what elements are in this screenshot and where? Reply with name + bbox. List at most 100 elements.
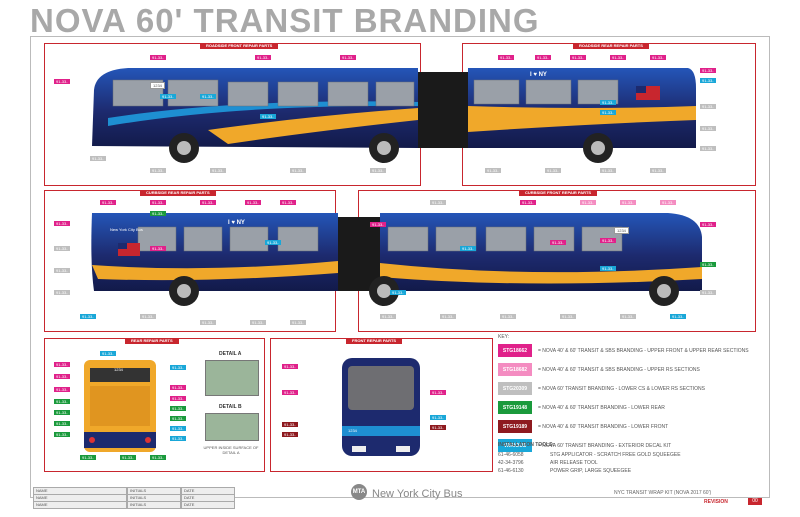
part-callout: 91-33-: [485, 168, 501, 173]
part-callout: 91-33-: [54, 399, 70, 404]
detail-a-title: DETAIL A: [219, 351, 242, 357]
part-callout: 91-33-: [430, 415, 446, 420]
part-callout: 91-33-: [260, 114, 276, 119]
signoff-form: NAME INITIALS DATE NAME INITIALS DATE NA…: [33, 487, 235, 509]
part-callout: 91-33-: [290, 320, 306, 325]
part-callout: 91-33-: [54, 362, 70, 367]
part-callout: 91-33-: [700, 78, 716, 83]
key-row: STG19189= NOVA 40' & 60' TRANSIT BRANDIN…: [498, 420, 668, 433]
part-callout: 91-33-: [265, 240, 281, 245]
key-row: STG18662= NOVA 40' & 60' TRANSIT & SBS B…: [498, 344, 749, 357]
part-callout: 91-33-: [700, 290, 716, 295]
key-code: STG18682: [498, 363, 532, 376]
part-callout: 91-33-: [670, 314, 686, 319]
panel-title: REAR REPAIR PARTS: [125, 338, 179, 344]
detail-b-caption: UPPER INSIDE SURFACE OF DETAIL A: [203, 445, 259, 455]
tool-part-number: 42-34-3796: [498, 460, 524, 466]
part-callout: 91-33-: [390, 290, 406, 295]
part-callout: 91-33-: [200, 200, 216, 205]
key-code: VARIOUS: [498, 439, 532, 452]
part-callout: 91-33-: [620, 314, 636, 319]
part-callout: 91-33-: [170, 436, 186, 441]
part-callout: 91-33-: [90, 156, 106, 161]
date-field[interactable]: DATE: [181, 501, 235, 509]
key-row: STG19148 = NOVA 40' & 60' TRANSIT BRANDIN…: [498, 401, 665, 414]
form-row: NAME INITIALS DATE: [33, 501, 235, 509]
tool-part-number: 61-46-6130: [498, 468, 524, 474]
key-description: = NOVA 40' & 60' TRANSIT BRANDING - LOWE…: [538, 404, 665, 411]
key-row: STG18682 = NOVA 40' & 60' TRANSIT & SBS B…: [498, 363, 700, 376]
part-callout: 91-33-: [54, 421, 70, 426]
part-callout: 91-33-: [600, 238, 616, 243]
part-callout: 91-33-: [80, 455, 96, 460]
bus-front-view: [342, 358, 420, 456]
part-callout: 91-33-: [80, 314, 96, 319]
key-row: VARIOUS= NOVA 60' TRANSIT BRANDING - EXT…: [498, 439, 671, 452]
brand-name: New York City Bus: [372, 488, 463, 500]
part-callout: 91-33-: [150, 246, 166, 251]
part-callout: 91-33-: [545, 168, 561, 173]
part-callout: 91-33-: [700, 222, 716, 227]
part-callout: 91-33-: [140, 314, 156, 319]
part-callout: 91-33-: [430, 200, 446, 205]
part-callout: 91-33-: [340, 55, 356, 60]
part-callout: 91-33-: [245, 200, 261, 205]
part-callout: 91-33-: [200, 320, 216, 325]
bus-roadside: flag: [92, 68, 696, 163]
part-callout: 91-33-: [54, 374, 70, 379]
part-callout: 91-33-: [54, 387, 70, 392]
detail-b-title: DETAIL B: [219, 404, 242, 410]
panel-rear-repair: REAR REPAIR PARTS: [44, 338, 265, 472]
panel-title: FRONT REPAIR PARTS: [346, 338, 403, 344]
name-field[interactable]: NAME: [33, 501, 127, 509]
part-callout: 91-33-: [54, 221, 70, 226]
part-callout: 91-33-: [600, 168, 616, 173]
part-callout: 91-33-: [290, 168, 306, 173]
key-description: = NOVA 40' & 60' TRANSIT & SBS BRANDING …: [538, 366, 700, 373]
revision-number: 00: [748, 498, 762, 505]
panel-front-repair: FRONT REPAIR PARTS: [270, 338, 493, 472]
i-love-ny-logo: I ♥ NY: [228, 220, 245, 226]
nyct-logo: New York City Bus: [110, 227, 143, 232]
bus-curbside: [91, 213, 702, 306]
part-callout: 91-33-: [150, 168, 166, 173]
part-callout: 91-33-: [600, 266, 616, 271]
part-callout: 91-33-: [282, 390, 298, 395]
part-callout: 91-33-: [170, 396, 186, 401]
panel-title: ROADSIDE FRONT REPAIR PARTS: [200, 43, 279, 49]
part-callout: 91-33-: [430, 390, 446, 395]
key-code: STG19189: [498, 420, 532, 433]
part-callout: 91-33-: [150, 200, 166, 205]
tool-description: STG APPLICATOR - SCRATCH FREE GOLD SQUEE…: [550, 452, 681, 458]
part-callout: 91-33-: [170, 416, 186, 421]
part-callout: 91-33-: [570, 55, 586, 60]
key-code: STG19148: [498, 401, 532, 414]
part-callout: 91-33-: [620, 200, 636, 205]
part-callout: 91-33-: [54, 290, 70, 295]
part-callout: 91-33-: [535, 55, 551, 60]
part-callout: 91-33-: [282, 432, 298, 437]
initials-field[interactable]: INITIALS: [127, 501, 181, 509]
part-callout: 91-33-: [500, 314, 516, 319]
part-callout: 91-33-: [498, 55, 514, 60]
part-callout: 91-33-: [700, 68, 716, 73]
part-callout: 91-33-: [520, 200, 536, 205]
part-callout: 91-33-: [370, 222, 386, 227]
part-callout: 91-33-: [282, 364, 298, 369]
form-row: NAME INITIALS DATE: [33, 494, 235, 502]
part-callout: 91-33-: [560, 314, 576, 319]
part-callout: 91-33-: [370, 168, 386, 173]
part-callout: 91-33-: [610, 55, 626, 60]
front-fleet-number: 1234: [348, 428, 357, 433]
part-callout: 91-33-: [54, 246, 70, 251]
part-callout: 91-33-: [282, 422, 298, 427]
part-callout: 91-33-: [120, 455, 136, 460]
tool-part-number: 61-46-6058: [498, 452, 524, 458]
revision-label: REVISION: [704, 499, 728, 505]
fleet-number: 1234: [614, 227, 629, 234]
part-callout: 91-33-: [160, 94, 176, 99]
key-code: STG20309: [498, 382, 532, 395]
part-callout: 91-33-: [650, 168, 666, 173]
